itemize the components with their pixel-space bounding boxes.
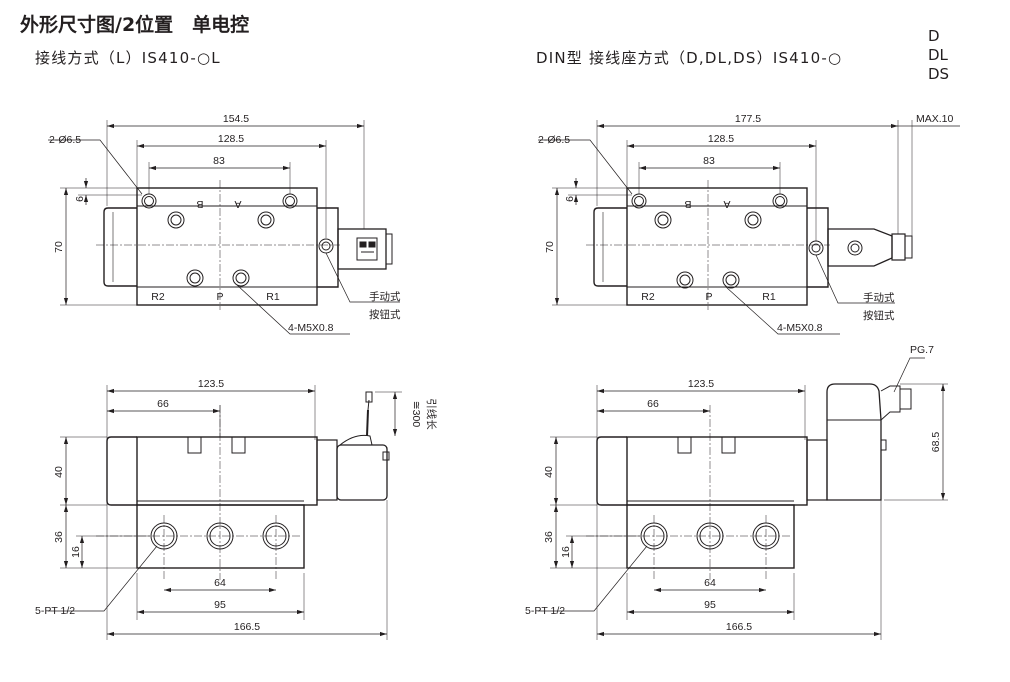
right-dim-body: 128.5 [708,133,734,145]
right-manual-1: 手动式 [863,291,895,304]
left-port-a: A [234,198,241,210]
right-dim-40: 40 [543,466,555,478]
right-top-labels: 177.5 MAX.10 128.5 83 2-Ø6.5 6 70 B A R2… [538,113,954,334]
left-dim-6: 6 [74,196,86,202]
right-pg-label: PG.7 [910,344,934,356]
right-dim-36: 36 [543,531,555,543]
left-manual-1: 手动式 [369,290,401,303]
right-dim-16: 16 [560,546,572,558]
right-manual-2: 按钮式 [863,309,895,322]
right-top-view [538,120,960,335]
left-port-a-hole [257,211,275,229]
left-l-connector [318,228,393,270]
left-subtitle: 接线方式（L）IS410-○L [35,49,221,67]
left-lead-length: ≅300 [410,401,422,427]
left-lead-label: 引线长 [425,398,438,430]
right-pt-label: 5-PT 1/2 [525,605,565,617]
variant-list: D DL DS [928,27,949,84]
left-dim-64: 64 [214,577,226,589]
right-port-a-hole [744,211,762,229]
page-title: 外形尺寸图/2位置 单电控 [20,14,250,36]
left-top-labels: 154.5 128.5 83 2-Ø6.5 6 70 B A R2 P R1 手… [49,113,401,334]
right-port-b-hole [654,211,672,229]
left-pt-label: 5-PT 1/2 [35,605,75,617]
left-front-solenoid [336,391,390,501]
right-dim-ports: 83 [703,155,715,167]
left-thread-label: 4-M5X0.8 [288,322,334,334]
right-dim-66: 66 [647,398,659,410]
right-dim-64: 64 [704,577,716,589]
right-dim-70: 70 [544,241,556,253]
left-dim-66: 66 [157,398,169,410]
left-port-r2: R2 [151,291,165,303]
right-subtitle: DIN型 接线座方式（D,DL,DS）IS410-○ [536,49,843,67]
left-manual-2: 按钮式 [369,308,401,321]
right-port-a: A [723,198,730,210]
right-dim-95: 95 [704,599,716,611]
left-front-view [48,385,402,640]
right-front-view [538,357,948,640]
right-port-r2: R2 [641,291,655,303]
left-front-body [106,436,338,569]
left-dim-40: 40 [53,466,65,478]
right-port-p1-hole [676,271,694,289]
right-dim-max: MAX.10 [916,113,954,125]
right-hole-label: 2-Ø6.5 [538,134,570,146]
right-dim-685: 68.5 [930,432,942,453]
left-dim-70: 70 [53,241,65,253]
left-front-labels: 123.5 66 40 36 16 64 95 166.5 ≅300 引线长 5… [35,378,438,633]
left-port-p2-hole [232,269,250,287]
left-hole-label: 2-Ø6.5 [49,134,81,146]
right-port-p: P [705,291,712,303]
right-din-connector [808,228,913,267]
right-dim-overall: 177.5 [735,113,761,125]
right-top-body [593,187,829,306]
left-dim-166: 166.5 [234,621,260,633]
variant-d: D [928,27,940,45]
left-port-b: B [196,198,203,210]
right-port-p2-hole [722,271,740,289]
left-dim-123: 123.5 [198,378,224,390]
variant-dl: DL [928,46,948,64]
left-dim-ports: 83 [213,155,225,167]
right-dim-6: 6 [564,196,576,202]
right-dim-166: 166.5 [726,621,752,633]
left-port-p1-hole [186,269,204,287]
left-top-view [48,120,400,335]
left-port-p: P [216,291,223,303]
right-dim-123: 123.5 [688,378,714,390]
left-dim-95: 95 [214,599,226,611]
left-dim-body: 128.5 [218,133,244,145]
right-port-r1: R1 [762,291,776,303]
variant-ds: DS [928,65,950,83]
left-dim-overall: 154.5 [223,113,249,125]
left-dim-36: 36 [53,531,65,543]
right-port-b: B [684,198,691,210]
right-din-housing [826,383,912,501]
left-port-r1: R1 [266,291,280,303]
right-thread-label: 4-M5X0.8 [777,322,823,334]
left-dim-16: 16 [70,546,82,558]
left-port-b-hole [167,211,185,229]
right-front-labels: 123.5 66 40 36 16 64 95 166.5 68.5 PG.7 … [525,344,942,633]
left-top-body [103,187,339,306]
